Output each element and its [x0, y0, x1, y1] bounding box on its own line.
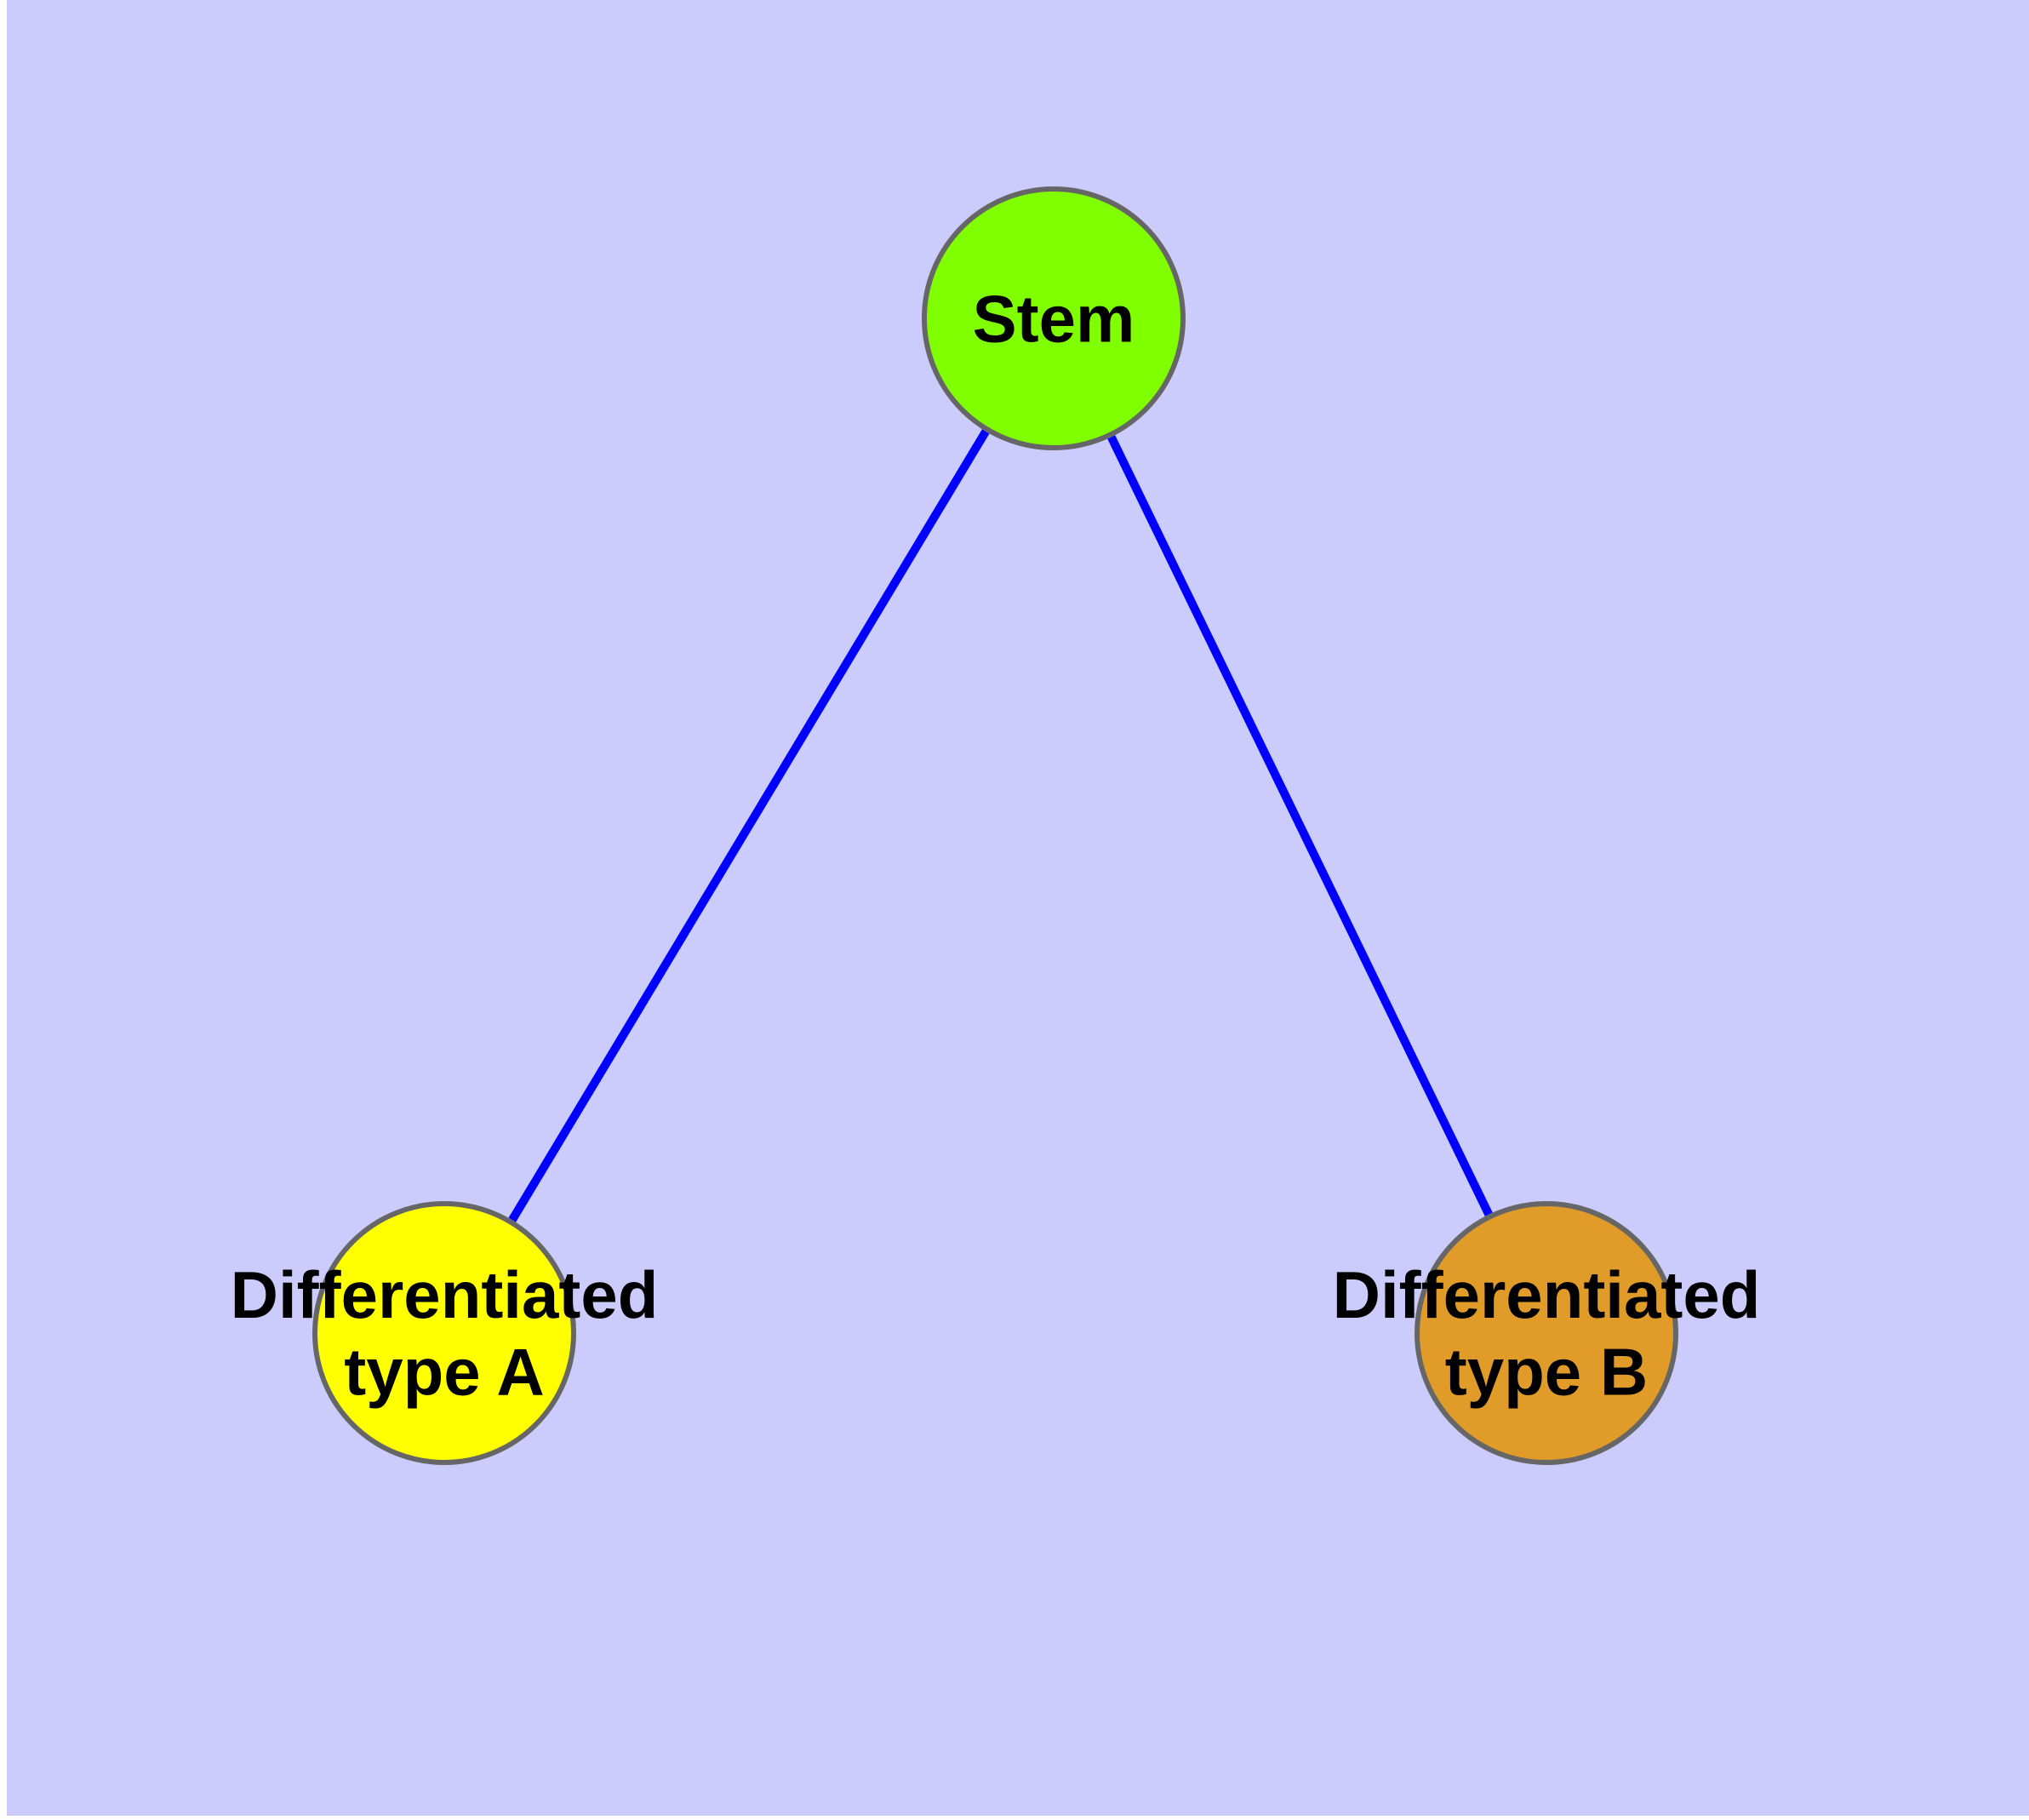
graph-node-label-stem: Stem: [973, 281, 1135, 356]
graph-node-diff_b[interactable]: [1415, 1201, 1678, 1465]
edges-group: [508, 429, 1493, 1222]
graph-node-stem[interactable]: [922, 186, 1186, 450]
graph-node-label-line: type A: [344, 1335, 545, 1410]
graph-node-label-line: Differentiated: [231, 1257, 659, 1332]
graph-node-label-line: Stem: [973, 281, 1135, 356]
graph-node-label-line: type B: [1445, 1335, 1648, 1410]
graph-edge-stem-to-diff_a[interactable]: [508, 429, 990, 1222]
graph-node-diff_a[interactable]: [312, 1201, 576, 1465]
nodes-group: [312, 186, 1678, 1465]
graph-edge-stem-to-diff_b[interactable]: [1107, 435, 1493, 1216]
graph-node-label-line: Differentiated: [1333, 1257, 1761, 1332]
